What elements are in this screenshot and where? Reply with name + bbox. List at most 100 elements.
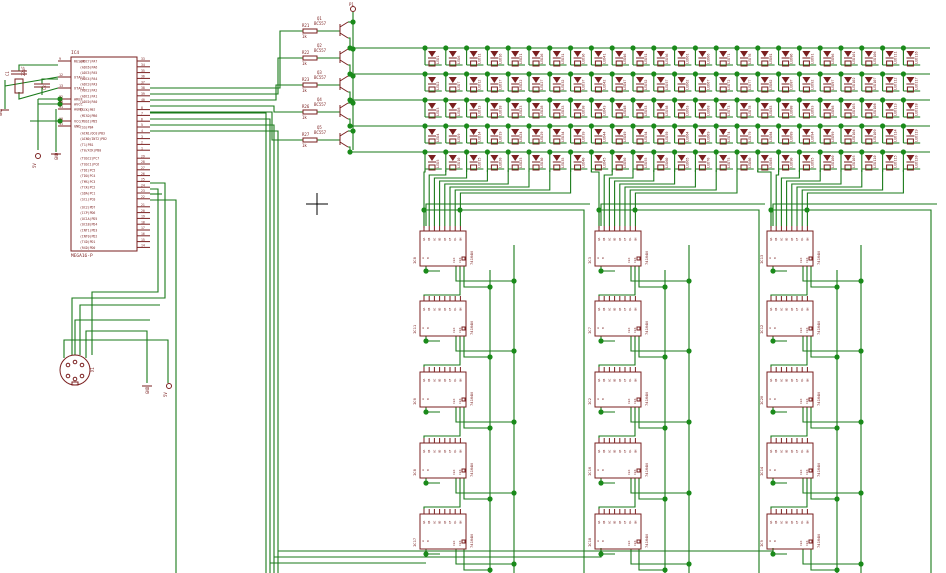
led-cell <box>864 77 873 93</box>
junction <box>630 123 636 129</box>
junction <box>713 123 719 129</box>
transistor-name: Q4 <box>317 97 322 102</box>
led-cell <box>760 51 769 67</box>
junction <box>900 149 907 155</box>
input-a-label: A <box>596 257 600 259</box>
led-label: LED92 <box>810 79 814 90</box>
shift-register-body <box>594 230 642 267</box>
wire <box>770 407 808 438</box>
led-diode <box>844 155 852 161</box>
led-cell <box>760 77 769 93</box>
resistor-name: R23 <box>302 77 310 82</box>
junction <box>443 45 449 51</box>
output-pin-label: QE <box>618 520 622 524</box>
shift-register-part: 74164N <box>816 251 821 265</box>
led-diode <box>552 77 561 83</box>
led-cell <box>573 77 582 93</box>
clk-label: CLK <box>799 398 803 404</box>
output-pin-label: QD <box>613 307 617 311</box>
crystal-body <box>14 78 24 94</box>
vcc-symbol <box>35 153 41 159</box>
led-resistor <box>678 164 686 171</box>
transistor-name: Q5 <box>317 125 322 130</box>
led-diode <box>719 129 728 135</box>
wire <box>802 478 861 494</box>
junction <box>598 551 604 557</box>
led-diode <box>615 155 624 161</box>
transistor-collector <box>339 32 349 39</box>
junction <box>547 149 553 155</box>
junction <box>487 496 493 502</box>
junction <box>770 268 776 274</box>
led-resistor <box>490 60 498 67</box>
clk-label: CLK <box>627 257 631 263</box>
mcu-right-pin-label: (ADC7)PA7 <box>80 60 97 64</box>
mcu-right-pin-number: 28 <box>141 160 145 164</box>
led-resistor <box>906 164 914 171</box>
junction <box>834 425 840 431</box>
led-resistor <box>594 138 602 145</box>
shift-register-part: 74164N <box>644 321 649 335</box>
output-pin-label: QF <box>448 378 452 382</box>
led-resistor <box>719 112 727 119</box>
led-diode <box>573 129 582 135</box>
junction <box>588 97 595 103</box>
led-diode <box>698 103 707 109</box>
led-resistor <box>428 86 436 93</box>
led-resistor <box>615 112 623 119</box>
junction <box>511 419 517 425</box>
junction <box>900 97 907 103</box>
output-pin-label: QG <box>628 237 632 241</box>
led-label: LED55 <box>644 157 648 168</box>
led-cell <box>594 155 603 171</box>
led-resistor <box>574 60 582 67</box>
led-cell <box>864 129 873 145</box>
transistor-emitter <box>339 130 349 137</box>
mcu-right-pin-number: 6 <box>141 117 143 121</box>
junction <box>755 123 761 129</box>
mcu-right-pin-number: 22 <box>141 195 145 199</box>
connector-pin <box>72 376 78 382</box>
output-pin-label: QF <box>795 307 799 311</box>
junction <box>422 149 428 155</box>
led-label: LED36 <box>582 53 586 64</box>
output-pin-label: QE <box>618 378 622 382</box>
output-pin-label: QB <box>774 237 778 241</box>
led-cell <box>428 77 436 93</box>
clr-inverter <box>808 256 813 261</box>
input-b-label: B <box>773 398 777 400</box>
junction <box>484 97 490 103</box>
junction <box>568 71 574 77</box>
led-cell <box>885 155 894 171</box>
junction <box>651 45 657 51</box>
led-label: LED44 <box>602 131 606 142</box>
led-label: LED104 <box>852 129 856 142</box>
wire <box>423 209 585 573</box>
led-diode <box>428 155 436 161</box>
wire <box>463 266 490 288</box>
output-pin-label: QF <box>623 449 627 453</box>
led-label: LED109 <box>873 129 877 142</box>
led-label: LED25 <box>519 157 523 168</box>
output-pin-label: QG <box>800 449 804 453</box>
output-pin-label: QE <box>618 307 622 311</box>
junction <box>662 425 668 431</box>
led-label: LED18 <box>498 105 502 116</box>
led-diode <box>594 51 603 57</box>
clr-inverter <box>808 326 813 331</box>
junction <box>505 123 511 129</box>
wire <box>463 336 490 358</box>
led-resistor <box>678 60 686 67</box>
junction <box>487 354 493 360</box>
junction <box>630 149 636 155</box>
output-pin-label: QH <box>458 520 462 524</box>
led-diode <box>511 103 520 109</box>
led-diode <box>719 155 728 161</box>
wire <box>598 336 636 367</box>
clr-inverter <box>808 539 813 544</box>
junction <box>588 71 595 77</box>
led-cell <box>740 103 748 119</box>
junction <box>755 45 761 51</box>
wire <box>433 170 468 226</box>
